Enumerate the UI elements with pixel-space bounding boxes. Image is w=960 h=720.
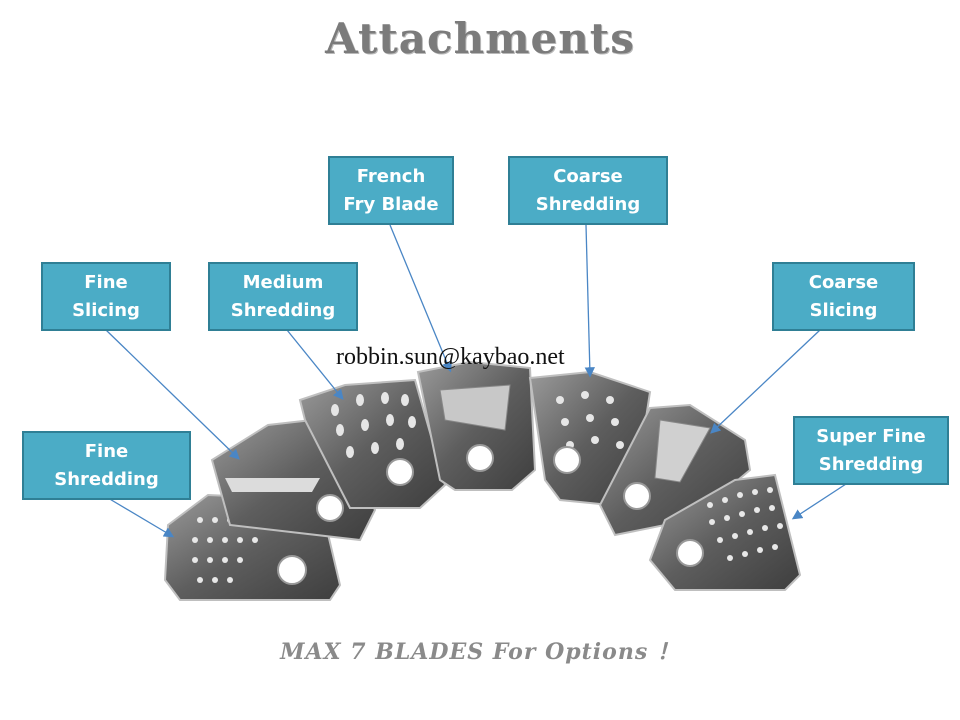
label-coarse-slicing: Coarse Slicing (772, 262, 915, 331)
label-french-fry-blade: French Fry Blade (328, 156, 454, 225)
label-fine-shredding: Fine Shredding (22, 431, 191, 500)
medium-shredding-blade (298, 378, 447, 509)
page-title: Attachments (325, 14, 635, 63)
label-fine-slicing: Fine Slicing (41, 262, 171, 331)
footer-tagline: MAX 7 BLADES For Options ！ (280, 639, 680, 665)
label-super-fine-shredding: Super Fine Shredding (793, 416, 949, 485)
label-medium-shredding: Medium Shredding (208, 262, 358, 331)
label-coarse-shredding: Coarse Shredding (508, 156, 668, 225)
contact-email: robbin.sun@kaybao.net (336, 344, 565, 370)
french-fry-blade (416, 360, 537, 491)
callout-arrows (105, 224, 847, 538)
super-fine-shredding-blade (648, 473, 802, 591)
